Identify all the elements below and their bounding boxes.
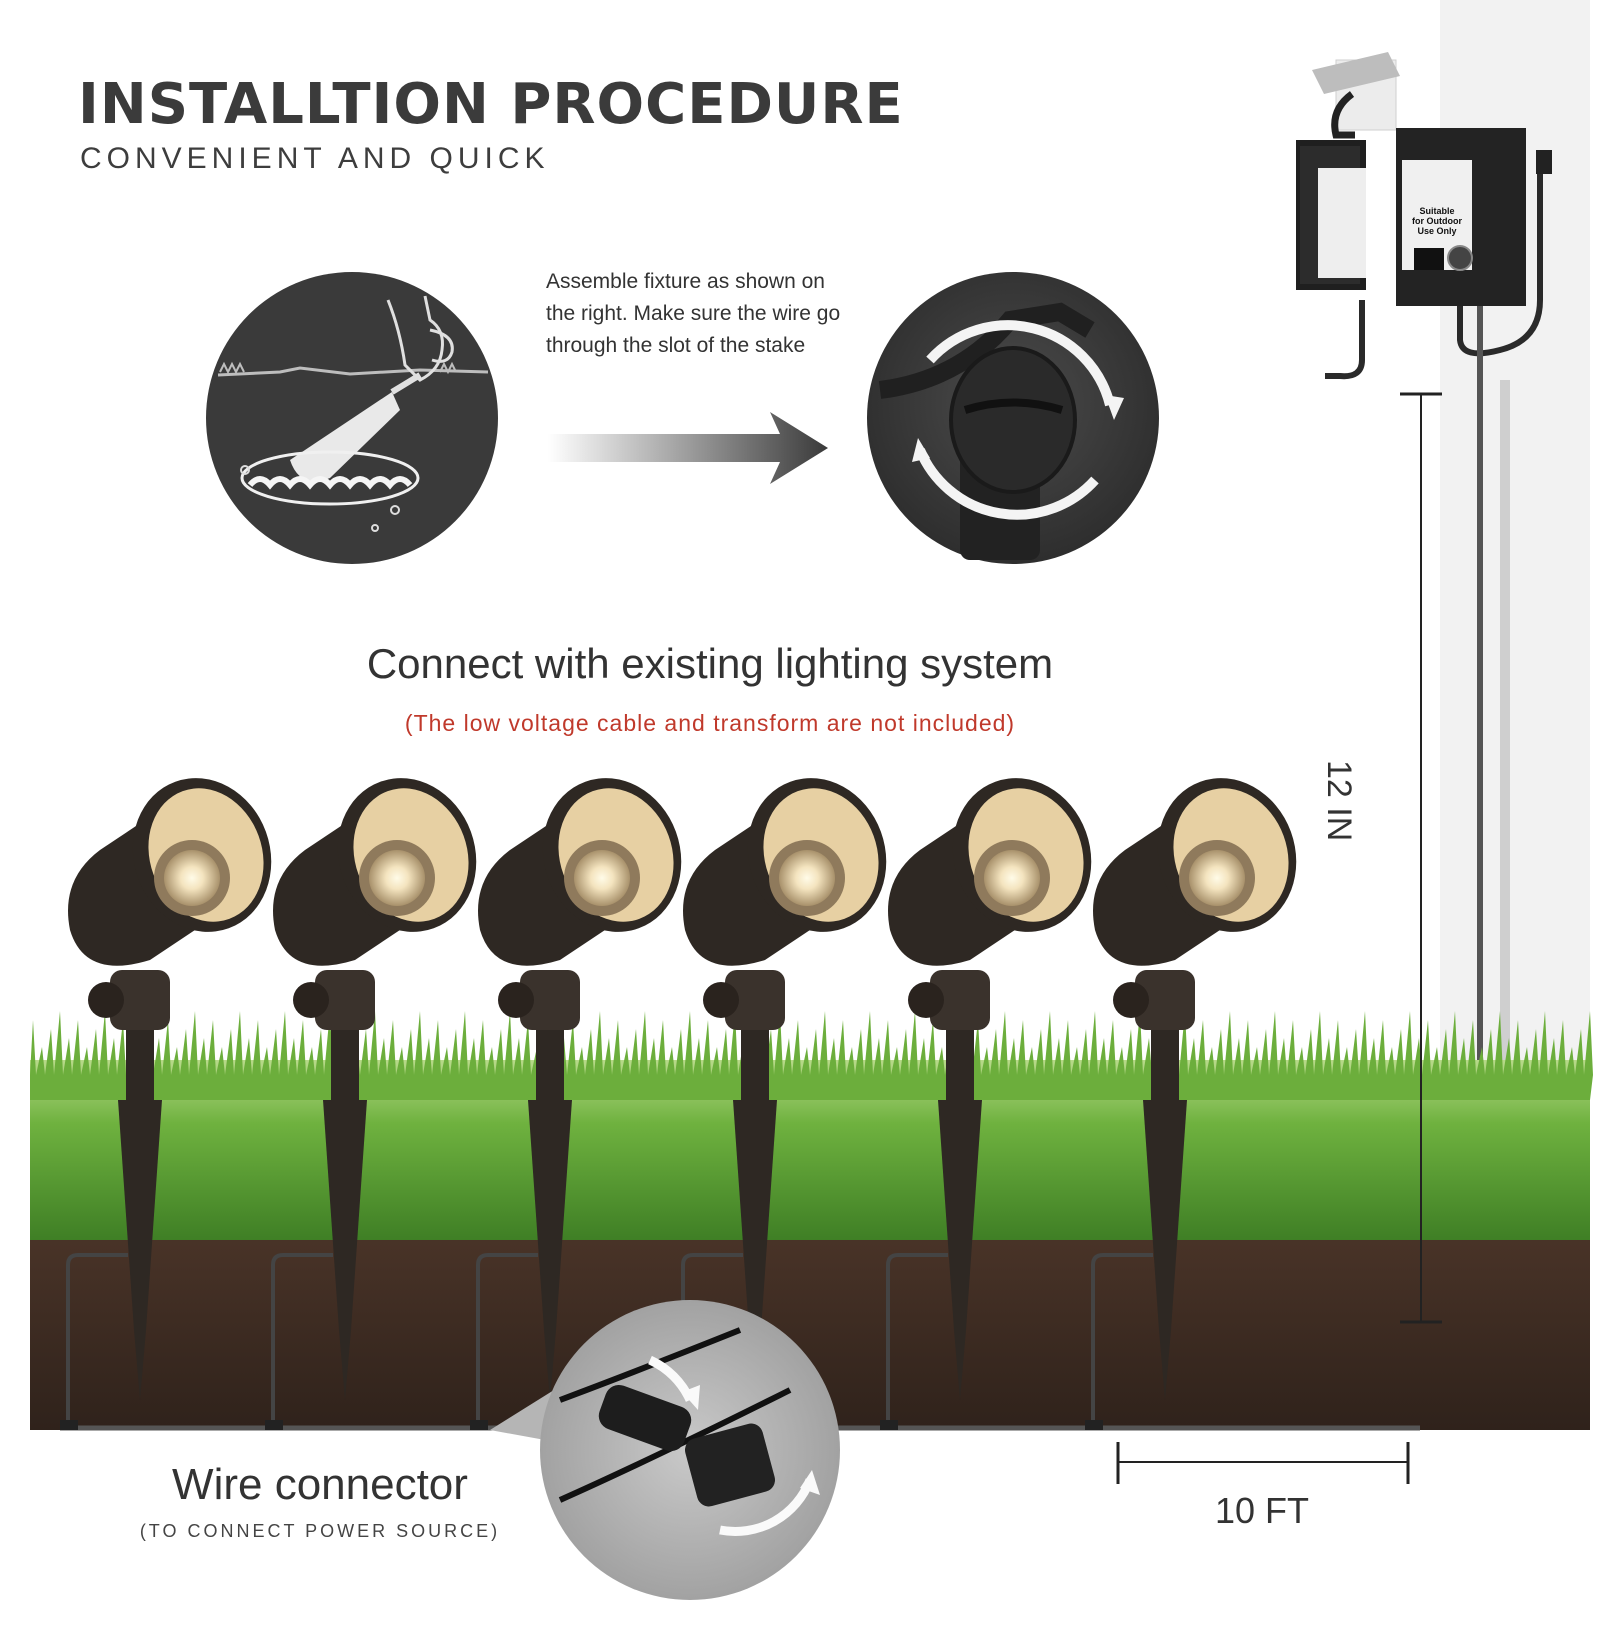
- fixture-wire: [886, 1253, 948, 1420]
- fixture-lens: [984, 850, 1040, 906]
- fixture-knuckle: [315, 970, 375, 1030]
- fixture-lens: [574, 850, 630, 906]
- fixture-wire: [271, 1253, 333, 1420]
- transformer-label-2: for Outdoor: [1412, 216, 1462, 226]
- fixture-knuckle: [725, 970, 785, 1030]
- fixture-wire: [1091, 1253, 1153, 1420]
- fixture-wire: [66, 1253, 128, 1420]
- fixture-wire-clip: [265, 1420, 283, 1430]
- horizontal-dimension: [1116, 1442, 1410, 1484]
- trowel-digging-icon: [206, 272, 498, 564]
- assemble-instruction: Assemble fixture as shown on the right. …: [546, 270, 841, 357]
- fixture-wire: [681, 1253, 743, 1420]
- fixture-lens: [369, 850, 425, 906]
- fixture-knuckle: [930, 970, 990, 1030]
- fixture-stake: [118, 1100, 162, 1400]
- fixture-knuckle: [110, 970, 170, 1030]
- fixture-knuckle: [520, 970, 580, 1030]
- horizontal-dimension-label: 10 FT: [1215, 1490, 1310, 1531]
- page-title: INSTALLTION PROCEDURE: [78, 72, 904, 137]
- transformer-label-3: Use Only: [1417, 226, 1456, 236]
- spotlight-fixture: [265, 778, 477, 1430]
- fixture-wire-clip: [1085, 1420, 1103, 1430]
- fixture-knob: [908, 982, 944, 1018]
- fixture-knuckle: [1135, 970, 1195, 1030]
- fixture-knob: [498, 982, 534, 1018]
- fixture-lens: [779, 850, 835, 906]
- fixture-knob: [293, 982, 329, 1018]
- fixture-lens: [164, 850, 220, 906]
- fixture-lens: [1189, 850, 1245, 906]
- spotlight-fixture: [470, 778, 682, 1430]
- fixture-wire-clip: [60, 1420, 78, 1430]
- connect-note: (The low voltage cable and transform are…: [404, 710, 1016, 736]
- vertical-dimension: [1400, 392, 1442, 1324]
- fixture-stake: [323, 1100, 367, 1400]
- fixtures-group: [60, 778, 1297, 1430]
- transformer: Suitable for Outdoor Use Only: [1296, 0, 1590, 1428]
- fixture-wire-clip: [880, 1420, 898, 1430]
- fixture-stake: [1143, 1100, 1187, 1400]
- rotate-arrows-icon: [867, 272, 1159, 564]
- fixture-stake: [938, 1100, 982, 1400]
- fixture-stake: [733, 1100, 777, 1400]
- fixture-wire-clip: [470, 1420, 488, 1430]
- wire-connector-label: Wire connector: [172, 1460, 468, 1509]
- page-subtitle: CONVENIENT AND QUICK: [80, 142, 550, 175]
- fixture-knob: [1113, 982, 1149, 1018]
- fixture-knob: [88, 982, 124, 1018]
- vertical-dimension-label: 12 IN: [1320, 760, 1358, 842]
- spotlight-fixture: [880, 778, 1092, 1430]
- wire-connector-sublabel: (TO CONNECT POWER SOURCE): [139, 1521, 501, 1541]
- connect-heading: Connect with existing lighting system: [366, 640, 1054, 687]
- fixture-knob: [703, 982, 739, 1018]
- spotlight-fixture: [60, 778, 272, 1430]
- fixture-stake: [528, 1100, 572, 1400]
- wire-connector-icon: [490, 1300, 840, 1600]
- fixture-wire: [476, 1253, 538, 1420]
- spotlight-fixture: [1085, 778, 1297, 1430]
- right-arrow-icon: [548, 412, 828, 484]
- transformer-label-1: Suitable: [1419, 206, 1454, 216]
- spotlight-fixture: [675, 778, 887, 1430]
